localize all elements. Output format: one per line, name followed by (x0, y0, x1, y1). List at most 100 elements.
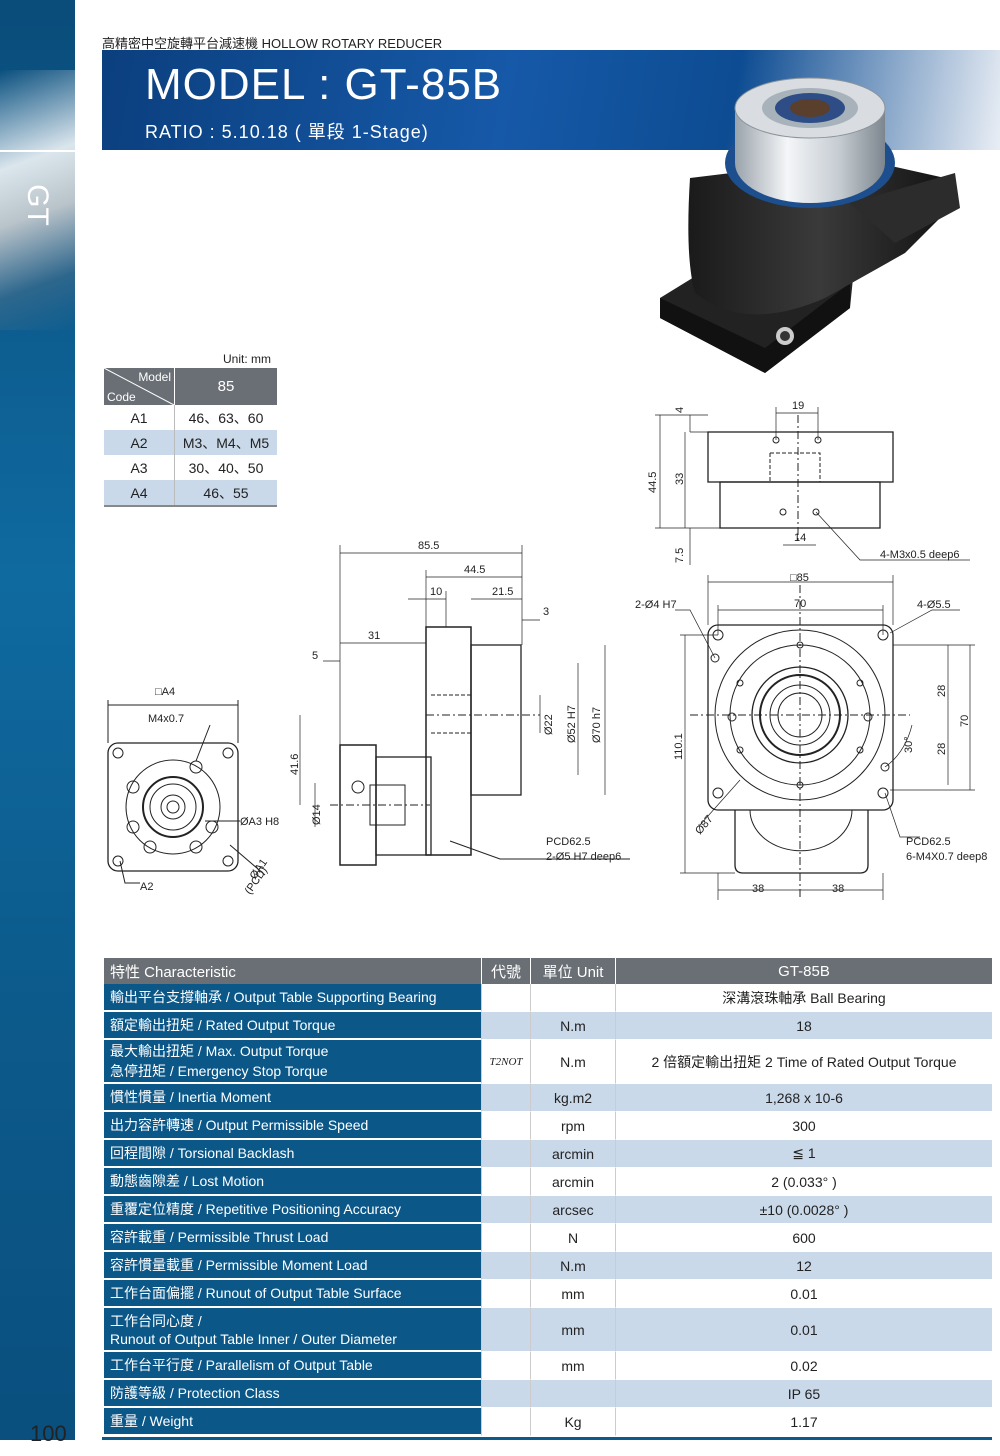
unit-note: Unit: mm (223, 352, 271, 366)
dim-plan-70: 70 (794, 598, 806, 610)
spec-row: 容許載重 / Permissible Thrust Load N 600 (104, 1224, 992, 1252)
spec-unit: Kg (530, 1408, 615, 1436)
header-unit: 單位 Unit (530, 958, 615, 984)
dim-5: 5 (312, 650, 318, 662)
spec-name: 工作台面偏擺 / Runout of Output Table Surface (104, 1280, 481, 1308)
dim-pcd: (PCD) (243, 865, 270, 897)
spec-unit: N.m (530, 1040, 615, 1084)
spec-name: 回程間隙 / Torsional Backlash (104, 1140, 481, 1168)
side-section-label: GT (21, 184, 54, 226)
spec-value: 2 (0.033° ) (615, 1168, 992, 1196)
spec-name-line2: 急停扭矩 / Emergency Stop Torque (110, 1063, 328, 1079)
dim-28b: 28 (936, 743, 948, 755)
spec-row: 工作台同心度 / Runout of Output Table Inner / … (104, 1308, 992, 1352)
side-pcd-note-1: PCD62.5 (546, 836, 591, 848)
dim-a3: ØA3 H8 (240, 816, 279, 828)
top-view: 19 4 33 44.5 14 7.5 4-M3x0.5 deep6 (647, 400, 970, 565)
dim-m4: M4x0.7 (148, 713, 184, 725)
header-model: GT-85B (615, 958, 992, 984)
dim-sq85: □85 (790, 572, 809, 584)
dim-33: 33 (674, 473, 686, 485)
dim-7-5: 7.5 (674, 548, 686, 563)
spec-name: 容許慣量載重 / Permissible Moment Load (104, 1252, 481, 1280)
spec-unit (530, 1380, 615, 1408)
dim-a2: A2 (140, 881, 153, 893)
spec-symbol (481, 1140, 530, 1168)
front-view: □A4 M4x0.7 ØA3 H8 ØA1 (PCD) A2 (107, 686, 279, 897)
spec-unit: rpm (530, 1112, 615, 1140)
spec-name: 工作台平行度 / Parallelism of Output Table (104, 1352, 481, 1380)
spec-name: 重覆定位精度 / Repetitive Positioning Accuracy (104, 1196, 481, 1224)
spec-symbol (481, 984, 530, 1012)
dim-4: 4 (674, 407, 686, 413)
spec-row: 慣性慣量 / Inertia Moment kg.m2 1,268 x 10-6 (104, 1084, 992, 1112)
dim-d52: Ø52 H7 (566, 705, 578, 743)
dim-10: 10 (430, 586, 442, 598)
spec-value: 2 倍額定輸出扭矩 2 Time of Rated Output Torque (615, 1040, 992, 1084)
spec-name: 最大輸出扭矩 / Max. Output Torque 急停扭矩 / Emerg… (104, 1040, 481, 1084)
corner-header: Model Code (104, 368, 175, 405)
spec-symbol (481, 1112, 530, 1140)
spec-row: 額定輸出扭矩 / Rated Output Torque N.m 18 (104, 1012, 992, 1040)
model-title: MODEL : GT-85B (145, 60, 503, 109)
value-cell: M3、M4、M5 (174, 430, 277, 455)
spec-value: ±10 (0.0028° ) (615, 1196, 992, 1224)
spec-value: 1,268 x 10-6 (615, 1084, 992, 1112)
plan-pcd-note-1: PCD62.5 (906, 836, 951, 848)
value-cell: 46、63、60 (174, 405, 277, 430)
code-row: A3 30、40、50 (104, 455, 277, 480)
spec-row: 工作台平行度 / Parallelism of Output Table mm … (104, 1352, 992, 1380)
spec-unit: mm (530, 1352, 615, 1380)
side-band (0, 0, 75, 1440)
ratio-text: RATIO : 5.10.18 ( 單段 1-Stage) (145, 122, 429, 142)
spec-unit: arcmin (530, 1168, 615, 1196)
spec-value: 0.01 (615, 1308, 992, 1352)
dim-d87: Ø87 (693, 813, 716, 837)
code-row: A2 M3、M4、M5 (104, 430, 277, 455)
corner-code-label: Code (107, 390, 136, 404)
dim-a4: □A4 (155, 686, 175, 698)
spec-symbol (481, 1196, 530, 1224)
spec-symbol (481, 1308, 530, 1352)
spec-value: 0.01 (615, 1280, 992, 1308)
spec-symbol (481, 1280, 530, 1308)
spec-symbol (481, 1084, 530, 1112)
plan-pcd-note-2: 6-M4X0.7 deep8 (906, 851, 987, 863)
spec-symbol (481, 1012, 530, 1040)
spec-unit: N.m (530, 1252, 615, 1280)
spec-name: 重量 / Weight (104, 1408, 481, 1436)
spec-name: 額定輸出扭矩 / Rated Output Torque (104, 1012, 481, 1040)
dim-top-44-5: 44.5 (647, 472, 659, 493)
spec-value: ≦ 1 (615, 1140, 992, 1168)
spec-unit: arcsec (530, 1196, 615, 1224)
side-pcd-note-2: 2-Ø5 H7 deep6 (546, 851, 621, 863)
header-symbol: 代號 (481, 958, 530, 984)
dim-3: 3 (543, 606, 549, 618)
dim-41-6: 41.6 (289, 754, 301, 775)
spec-symbol (481, 1408, 530, 1436)
product-photo (660, 77, 960, 373)
spec-symbol (481, 1224, 530, 1252)
spec-value: 1.17 (615, 1408, 992, 1436)
dim-30deg: 30° (903, 736, 915, 753)
value-cell: 30、40、50 (174, 455, 277, 480)
dim-38b: 38 (832, 883, 844, 895)
dim-21-5: 21.5 (492, 586, 513, 598)
spec-row: 最大輸出扭矩 / Max. Output Torque 急停扭矩 / Emerg… (104, 1040, 992, 1084)
code-row: A4 46、55 (104, 480, 277, 507)
spec-name: 容許載重 / Permissible Thrust Load (104, 1224, 481, 1252)
dim-85-5: 85.5 (418, 540, 439, 552)
top-m3-note: 4-M3x0.5 deep6 (880, 549, 960, 561)
dim-plan-70v: 70 (959, 715, 971, 727)
code-cell: A4 (104, 480, 175, 507)
spec-name: 防護等級 / Protection Class (104, 1380, 481, 1408)
dim-d70: Ø70 h7 (591, 707, 603, 743)
spec-row: 動態齒隙差 / Lost Motion arcmin 2 (0.033° ) (104, 1168, 992, 1196)
spec-row: 重量 / Weight Kg 1.17 (104, 1408, 992, 1436)
spec-table: 特性 Characteristic 代號 單位 Unit GT-85B 輸出平台… (104, 958, 992, 1436)
spec-symbol: T2NOT (481, 1040, 530, 1084)
dim-top-14: 14 (794, 532, 806, 544)
spec-row: 重覆定位精度 / Repetitive Positioning Accuracy… (104, 1196, 992, 1224)
code-table: Model Code 85 A1 46、63、60 A2 M3、M4、M5 A3… (104, 368, 277, 507)
spec-name: 輸出平台支撐軸承 / Output Table Supporting Beari… (104, 984, 481, 1012)
